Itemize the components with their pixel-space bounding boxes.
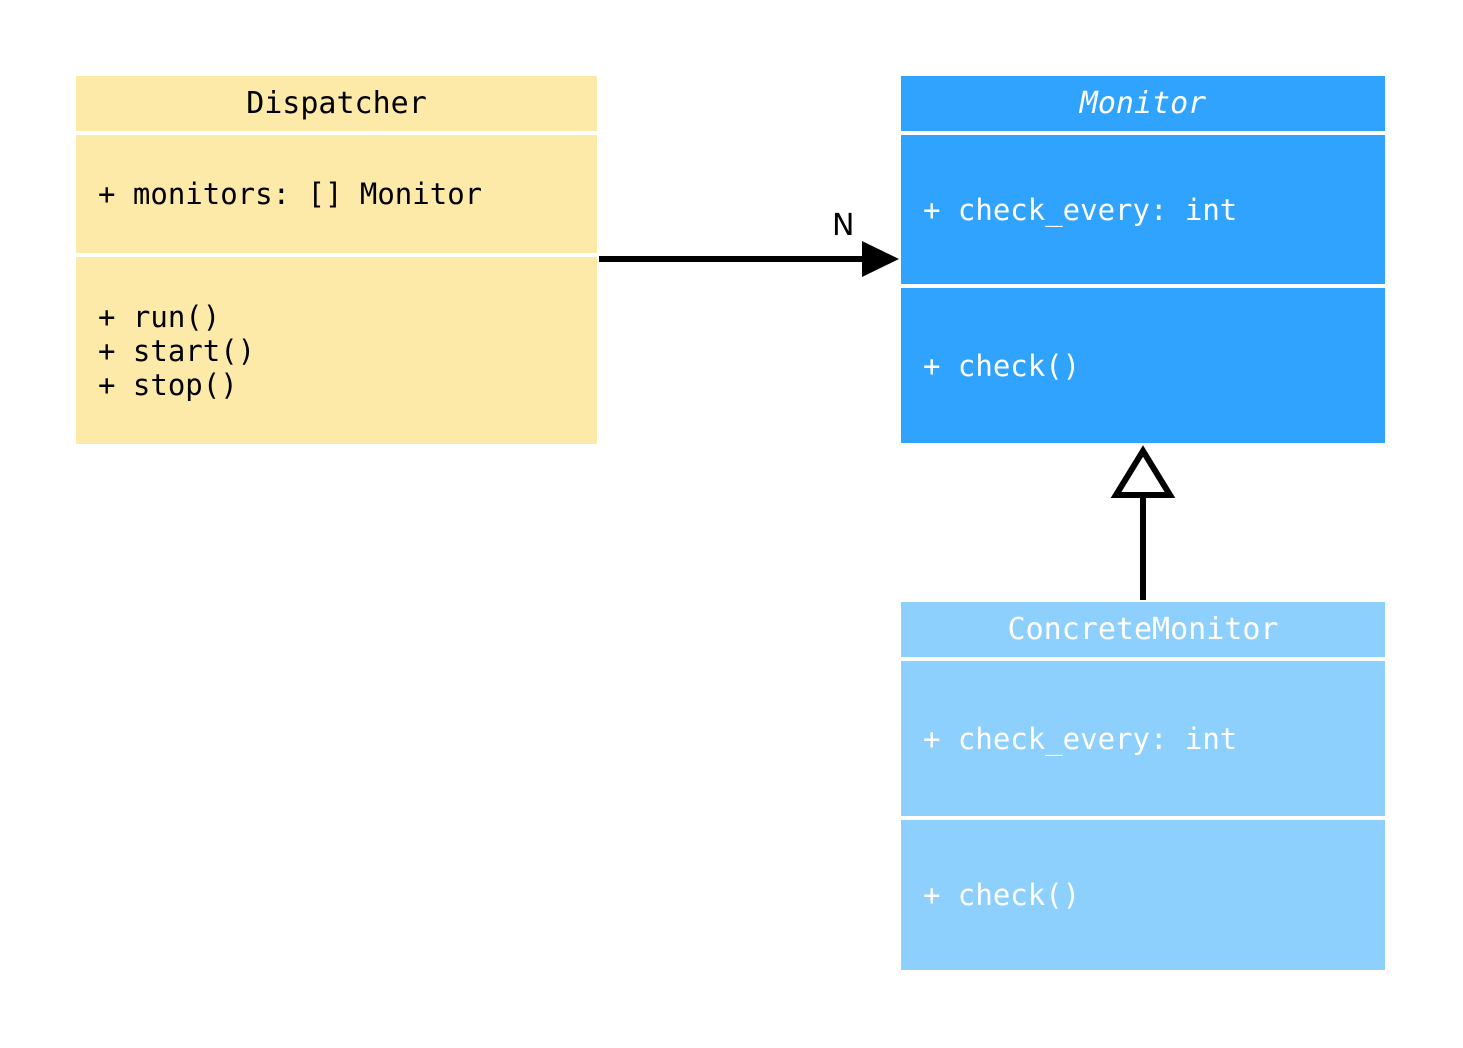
class-attributes-compartment-concretemonitor: + check_every: int [901,661,1385,816]
hollow-triangle-arrowhead-icon [1110,445,1176,498]
association-dispatcher-to-monitor [599,241,899,277]
class-title-compartment-concretemonitor: ConcreteMonitor [901,602,1385,657]
class-attributes-compartment-monitor: + check_every: int [901,135,1385,284]
generalization-concretemonitor-to-monitor [1110,445,1176,600]
attribute-row: + check_every: int [923,192,1238,227]
method-row: + check() [923,348,1081,383]
class-methods-compartment-concretemonitor: + check() [901,820,1385,970]
class-methods-compartment-monitor: + check() [901,288,1385,443]
method-row: + check() [923,878,1081,912]
method-row: + start() [98,333,256,368]
class-box-monitor[interactable]: Monitor + check_every: int + check() [901,76,1385,443]
association-multiplicity-label: N [832,208,855,243]
class-methods-compartment-dispatcher: + run() + start() + stop() [76,257,597,444]
filled-arrowhead-icon [862,241,899,277]
class-name-dispatcher: Dispatcher [246,86,427,121]
attribute-row: + monitors: [] Monitor [98,177,483,211]
class-box-dispatcher[interactable]: Dispatcher + monitors: [] Monitor + run(… [76,76,597,444]
method-row: + stop() [98,367,238,402]
method-row: + run() [98,299,221,334]
class-name-concretemonitor: ConcreteMonitor [1007,612,1279,647]
class-title-compartment-monitor: Monitor [901,76,1385,131]
class-name-monitor: Monitor [1079,86,1207,121]
class-attributes-compartment-dispatcher: + monitors: [] Monitor [76,135,597,253]
attribute-row: + check_every: int [923,721,1238,756]
class-box-concretemonitor[interactable]: ConcreteMonitor + check_every: int + che… [901,602,1385,970]
class-title-compartment-dispatcher: Dispatcher [76,76,597,131]
